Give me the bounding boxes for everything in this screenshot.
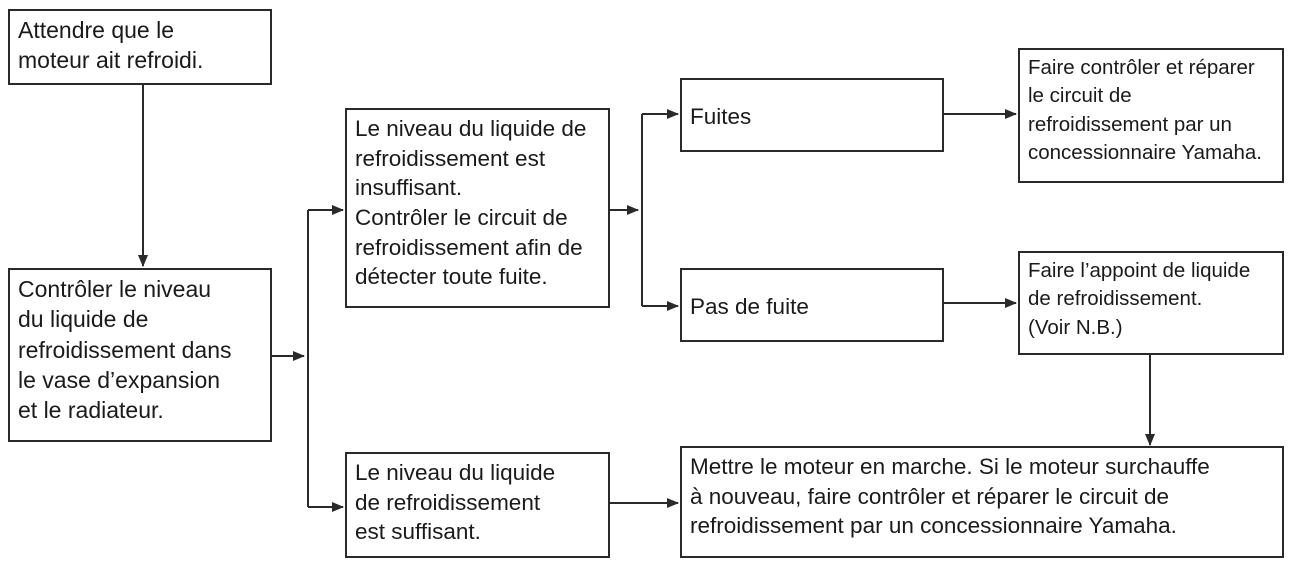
level-ok-box: Le niveau du liquide de refroidissement … <box>345 452 610 558</box>
top-up-box: Faire l’appoint de liquide de refroidiss… <box>1018 251 1284 355</box>
level-low-box: Le niveau du liquide de refroidissement … <box>345 108 610 308</box>
wait-cool-box: Attendre que le moteur ait refroidi. <box>8 9 272 85</box>
dealer-repair-box: Faire contrôler et réparer le circuit de… <box>1018 48 1284 183</box>
start-engine-box: Mettre le moteur en marche. Si le moteur… <box>680 446 1284 558</box>
check-level-box: Contrôler le niveau du liquide de refroi… <box>8 268 272 442</box>
leaks-box: Fuites <box>680 78 944 152</box>
no-leak-box: Pas de fuite <box>680 268 944 342</box>
